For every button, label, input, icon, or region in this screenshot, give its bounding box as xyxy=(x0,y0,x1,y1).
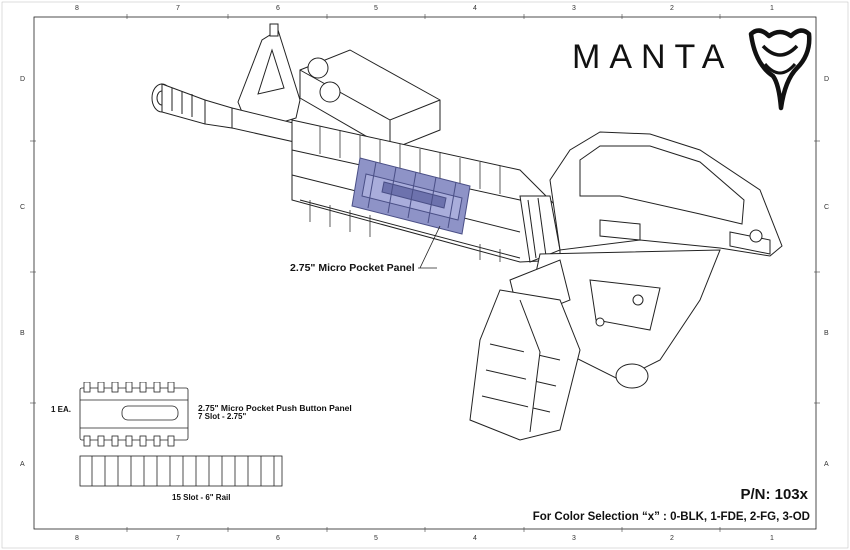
zone-left-a: A xyxy=(20,461,25,468)
micro-pocket-panel-highlight xyxy=(351,157,471,235)
zone-top-4: 4 xyxy=(473,5,477,12)
front-sight xyxy=(237,23,301,133)
zone-right-a: A xyxy=(824,461,829,468)
zone-bottom-1: 1 xyxy=(770,535,774,542)
flash-hider xyxy=(151,83,233,129)
magazine xyxy=(469,289,581,441)
zone-bottom-4: 4 xyxy=(473,535,477,542)
pocket-panel-detail xyxy=(79,382,189,447)
upper-receiver xyxy=(549,131,783,257)
zone-bottom-3: 3 xyxy=(572,535,576,542)
manta-logo-text: MANTA xyxy=(572,38,734,76)
rail-label: 15 Slot - 6" Rail xyxy=(172,493,231,502)
optic xyxy=(299,49,441,151)
zone-bottom-8: 8 xyxy=(75,535,79,542)
rail-detail xyxy=(79,455,283,487)
panel-leader-line xyxy=(418,225,441,269)
manta-logo-icon xyxy=(748,28,812,111)
zone-top-2: 2 xyxy=(670,5,674,12)
zone-left-d: D xyxy=(20,76,26,83)
part-number: P/N: 103x xyxy=(740,486,808,503)
zone-top-6: 6 xyxy=(276,5,280,12)
zone-bottom-6: 6 xyxy=(276,535,280,542)
zone-left-b: B xyxy=(20,330,25,337)
zone-left-c: C xyxy=(20,204,26,211)
zone-bottom-7: 7 xyxy=(176,535,180,542)
zone-top-7: 7 xyxy=(176,5,180,12)
zone-top-8: 8 xyxy=(75,5,79,12)
zone-top-5: 5 xyxy=(374,5,378,12)
panel-part-name: 2.75" Micro Pocket Push Button Panel xyxy=(198,403,352,413)
zone-right-b: B xyxy=(824,330,829,337)
zone-right-d: D xyxy=(824,76,830,83)
panel-slot-spec: 7 Slot - 2.75" xyxy=(198,412,247,421)
color-selection-note: For Color Selection “x” : 0-BLK, 1-FDE, … xyxy=(532,511,810,523)
zone-bottom-5: 5 xyxy=(374,535,378,542)
zone-top-3: 3 xyxy=(572,5,576,12)
zone-top-1: 1 xyxy=(770,5,774,12)
quantity-label: 1 EA. xyxy=(51,405,72,414)
zone-bottom-2: 2 xyxy=(670,535,674,542)
panel-callout-label: 2.75" Micro Pocket Panel xyxy=(290,262,415,274)
zone-right-c: C xyxy=(824,204,830,211)
